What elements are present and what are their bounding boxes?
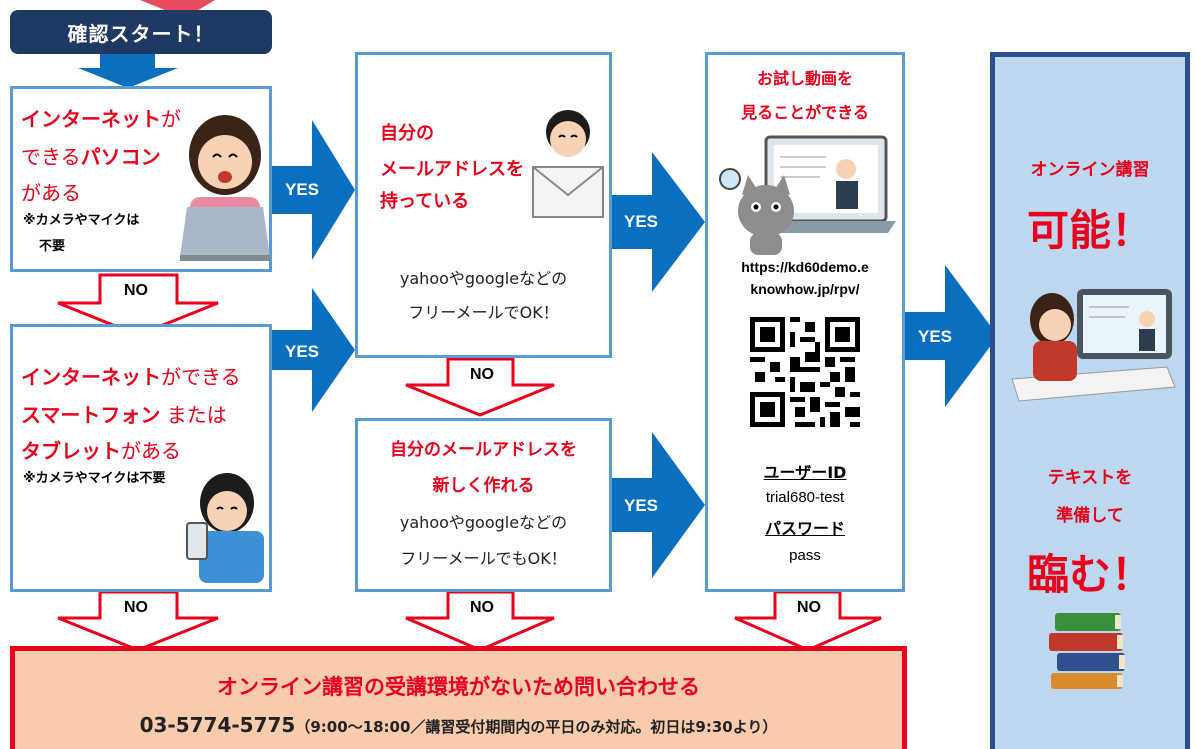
box1-line1-bold: インターネット: [21, 107, 161, 131]
box3-sub2: フリーメールでOK！: [408, 303, 559, 322]
yes-label-3: YES: [624, 212, 659, 231]
demo-url-line2[interactable]: knowhow.jp/rpv/: [750, 281, 860, 297]
box2-note: ※カメラやマイクは不要: [23, 471, 166, 486]
yes-arrow-5: [905, 265, 998, 407]
box1-line3: がある: [21, 181, 81, 205]
email-condition-box: 自分の メールアドレスを 持っている yahooやgoogleなどの フリーメー…: [355, 52, 612, 358]
userid-value: trial680-test: [765, 489, 845, 506]
yes-arrow-4: [612, 432, 705, 578]
person-studying-illustration: [1011, 289, 1176, 402]
yes-label-2: YES: [285, 342, 320, 361]
person-envelope-illustration: [532, 110, 604, 218]
box3-line1: 自分の: [380, 123, 434, 144]
no-label-1: NO: [124, 282, 148, 299]
box2-line3-rest: がある: [121, 439, 181, 463]
result-line4: 準備して: [1056, 506, 1124, 526]
box4-line2: 新しく作れる: [432, 476, 535, 496]
box2-line3-bold: タブレット: [21, 439, 121, 463]
box1-line2-bold: パソコン: [80, 145, 161, 169]
no-arrow-3: [57, 590, 219, 652]
yes-label-5: YES: [918, 327, 953, 346]
box5-title2: 見ることができる: [741, 103, 869, 122]
box3-line2: メールアドレスを: [380, 159, 524, 180]
no-label-5: NO: [797, 599, 821, 616]
no-label-2: NO: [470, 366, 494, 383]
box1-line1-rest: が: [161, 107, 181, 131]
person-smartphone-illustration: [186, 473, 264, 583]
yes-label-1: YES: [285, 180, 320, 199]
contact-title: オンライン講習の受講環境がないため問い合わせる: [217, 675, 700, 699]
box1-note2: 不要: [39, 239, 66, 254]
start-label: 確認スタート！: [67, 22, 215, 46]
box1-line2-a: できる: [21, 145, 81, 169]
person-laptop-illustration: [180, 115, 270, 261]
start-down-arrow: [78, 52, 178, 88]
no-arrow-5: [734, 590, 882, 652]
yes-arrow-3: [612, 152, 705, 292]
demo-video-box: お試し動画を 見ることができる https://kd60demo.e knowh…: [705, 52, 905, 592]
box4-line1: 自分のメールアドレスを: [390, 440, 577, 460]
no-label-4: NO: [470, 599, 494, 616]
box1-note1: ※カメラやマイクは: [23, 213, 140, 228]
box4-sub2: フリーメールでもOK！: [400, 549, 567, 568]
box2-line2-rest: または: [160, 403, 227, 427]
contact-phone[interactable]: 03-5774-5775: [139, 713, 296, 737]
password-value: pass: [789, 547, 821, 564]
result-line3: テキストを: [1047, 468, 1133, 488]
box2-line1-rest: ができる: [161, 365, 241, 389]
result-line1: オンライン講習: [1030, 160, 1150, 180]
no-label-3: NO: [124, 599, 148, 616]
create-email-box: 自分のメールアドレスを 新しく作れる yahooやgoogleなどの フリーメー…: [355, 418, 612, 592]
box3-sub1: yahooやgoogleなどの: [399, 269, 568, 288]
qr-code-icon[interactable]: [750, 317, 860, 427]
demo-url-line1[interactable]: https://kd60demo.e: [741, 259, 869, 275]
box2-line1-bold: インターネット: [21, 365, 161, 389]
smartphone-condition-box: インターネットができる スマートフォン または タブレットがある ※カメラやマイ…: [10, 324, 272, 592]
yes-arrow-1: [272, 120, 355, 260]
box2-line2-bold: スマートフォン: [21, 403, 161, 427]
start-banner: 確認スタート！: [10, 10, 272, 54]
contact-box: オンライン講習の受講環境がないため問い合わせる 03-5774-5775（9:0…: [10, 646, 907, 749]
books-stack-icon: [1049, 613, 1125, 689]
box5-title1: お試し動画を: [756, 69, 853, 88]
yes-label-4: YES: [624, 496, 659, 515]
contact-hours: （9:00〜18:00／講習受付期間内の平日のみ対応。初日は9:30より）: [295, 718, 778, 736]
no-arrow-4: [405, 590, 555, 652]
cat-laptop-illustration: [719, 135, 896, 255]
no-arrow-1: [57, 273, 219, 337]
box4-sub1: yahooやgoogleなどの: [399, 513, 568, 532]
result-line2: 可能！: [1026, 206, 1153, 255]
result-panel: オンライン講習 可能！ テキストを 準備して 臨む！: [990, 52, 1190, 749]
userid-label: ユーザーID: [763, 463, 847, 482]
password-label: パスワード: [764, 519, 845, 538]
box3-line3: 持っている: [380, 191, 470, 212]
result-line5: 臨む！: [1026, 550, 1153, 599]
pointer-decoration: [140, 0, 215, 18]
yes-arrow-2: [272, 288, 355, 412]
no-arrow-2: [405, 357, 555, 417]
pc-condition-box: インターネットが できるパソコン がある ※カメラやマイクは 不要: [10, 86, 272, 272]
